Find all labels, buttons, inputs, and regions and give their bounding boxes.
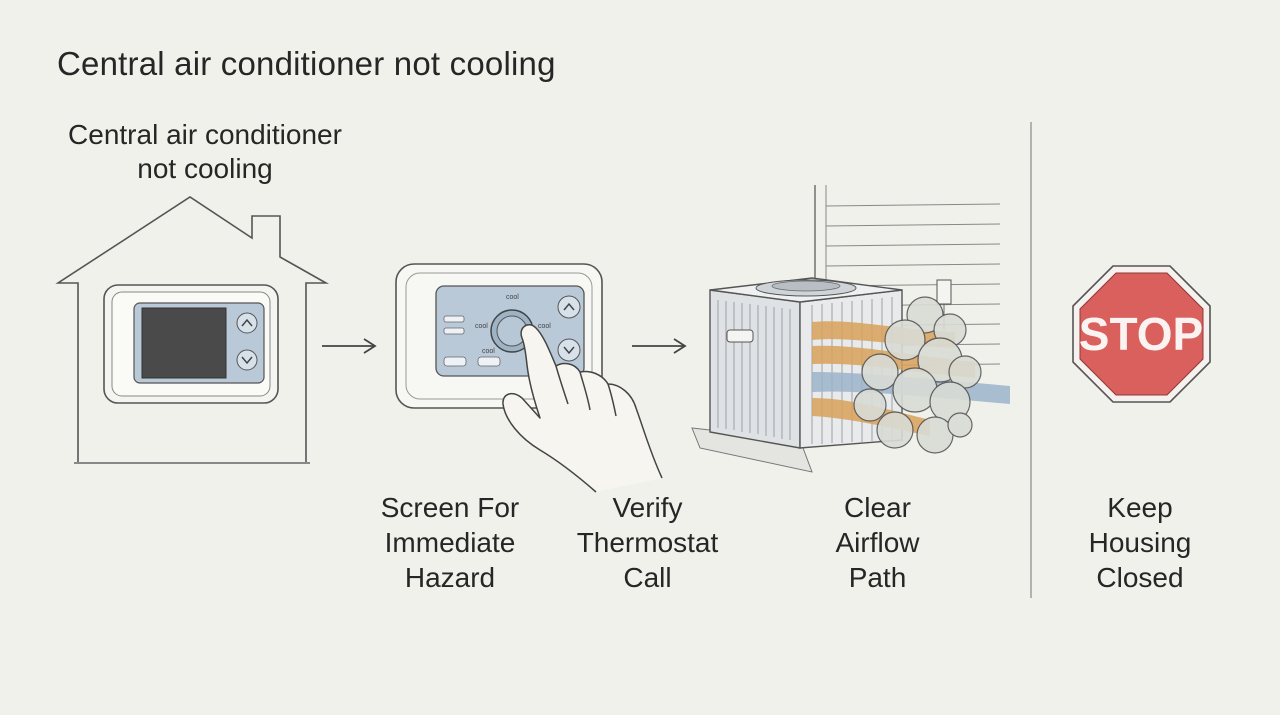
dial-label-left: cool <box>475 323 488 330</box>
dial-label-right: cool <box>538 323 551 330</box>
step-label-line: Thermostat <box>576 527 719 558</box>
step-label-line: Closed <box>1096 562 1184 593</box>
step-label-line: Housing <box>1088 527 1192 558</box>
house-label: Central air conditioner not cooling <box>40 118 370 186</box>
hand-icon <box>502 324 663 493</box>
arrow-icon <box>322 338 377 354</box>
step-label-line: Airflow <box>835 527 920 558</box>
step-label-line: Hazard <box>404 562 496 593</box>
dial-label-bottom: cool <box>482 348 495 355</box>
step-label-line: Path <box>848 562 907 593</box>
step-label-line: Screen For <box>380 492 520 523</box>
step-label-verify-thermostat-call: Verify Thermostat Call <box>555 490 740 595</box>
step-label-keep-housing-closed: Keep Housing Closed <box>1060 490 1220 595</box>
step-label-clear-airflow-path: Clear Airflow Path <box>795 490 960 595</box>
page-title: Central air conditioner not cooling <box>57 45 556 82</box>
step-label-line: Clear <box>844 492 911 523</box>
house-label-line-2: not cooling <box>137 153 273 184</box>
step-label-screen-for-immediate-hazard: Screen For Immediate Hazard <box>360 490 540 595</box>
stop-sign-text: STOP <box>1079 308 1203 360</box>
step-label-line: Keep <box>1107 492 1173 523</box>
arrow-icon <box>632 338 687 354</box>
stop-sign-icon: STOP <box>1072 265 1211 403</box>
step-label-line: Verify <box>612 492 683 523</box>
step-label-line: Immediate <box>384 527 516 558</box>
house-label-line-1: Central air conditioner <box>68 119 342 150</box>
bush-icon <box>853 296 982 454</box>
house-icon <box>55 196 330 464</box>
wall-thermostat-icon <box>103 284 279 404</box>
dial-label-top: cool <box>506 294 519 301</box>
step-label-line: Call <box>623 562 672 593</box>
